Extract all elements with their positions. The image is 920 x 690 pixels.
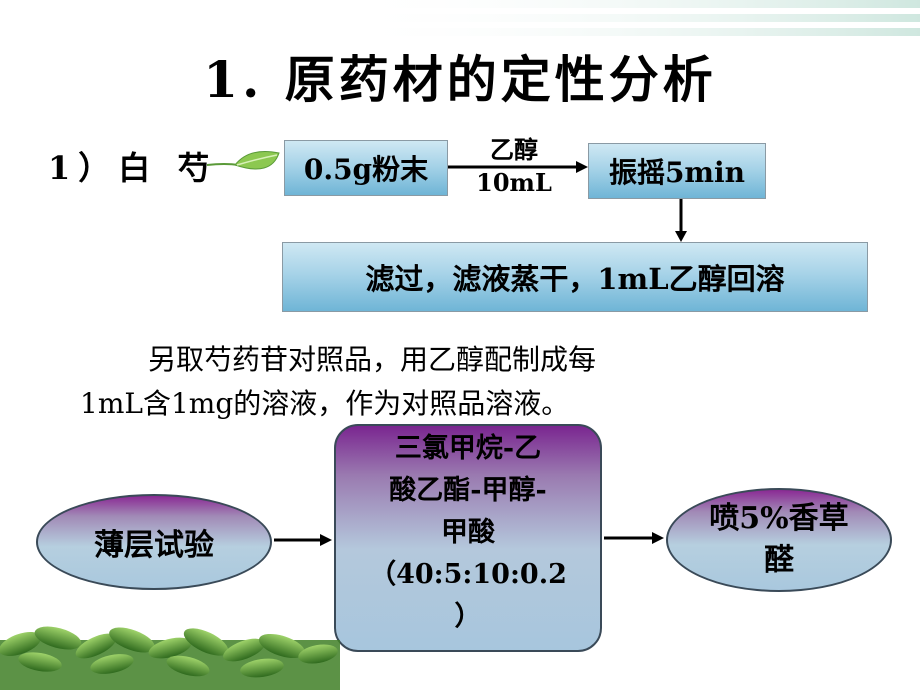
reagent-label: 乙醇 — [490, 135, 538, 164]
paragraph-line-1: 另取芍药苷对照品，用乙醇配制成每 — [148, 343, 597, 376]
filter-step-label: 滤过，滤液蒸干，1mL乙醇回溶 — [365, 262, 785, 296]
arrow-down-icon — [675, 199, 687, 242]
tlc-test-label: 薄层试验 — [94, 528, 214, 563]
arrow-right-icon — [274, 534, 332, 546]
solvent-system-node: 三氯甲烷-乙 酸乙酯-甲醇- 甲酸 （40:5:10:0.2 ） — [334, 424, 602, 652]
shake-step-box: 振摇5min — [588, 143, 766, 199]
reference-solution-paragraph: 另取芍药苷对照品，用乙醇配制成每 1mL含1mg的溶液，作为对照品溶液。 — [80, 338, 740, 426]
powder-step-label: 0.5g粉末 — [303, 153, 429, 186]
filter-step-box: 滤过，滤液蒸干，1mL乙醇回溶 — [282, 242, 868, 312]
arrow-right-icon — [448, 161, 588, 173]
shake-step-label: 振摇5min — [608, 156, 746, 189]
paragraph-line-2: 1mL含1mg的溶液，作为对照品溶液。 — [80, 387, 570, 420]
corner-pattern-decoration — [340, 0, 920, 36]
plants-decoration — [0, 626, 340, 690]
powder-step-box: 0.5g粉末 — [284, 140, 448, 196]
leaf-icon — [206, 151, 280, 170]
solvent-line: （40:5:10:0.2 — [369, 559, 567, 590]
reagent-volume-label: 10mL — [476, 168, 552, 197]
slide-title: 1. 原药材的定性分析 — [203, 50, 717, 109]
section-label: 1）白 芍 — [48, 149, 218, 187]
solvent-line: 甲酸 — [441, 517, 495, 548]
spray-reagent-node: 喷5%香草醛 — [666, 488, 892, 592]
arrow-right-icon — [604, 532, 664, 544]
solvent-line: ） — [454, 601, 482, 632]
tlc-test-node: 薄层试验 — [36, 494, 272, 590]
spray-reagent-label: 喷5%香草醛 — [709, 501, 849, 578]
solvent-line: 三氯甲烷-乙 — [394, 433, 542, 464]
solvent-line: 酸乙酯-甲醇- — [389, 475, 547, 506]
